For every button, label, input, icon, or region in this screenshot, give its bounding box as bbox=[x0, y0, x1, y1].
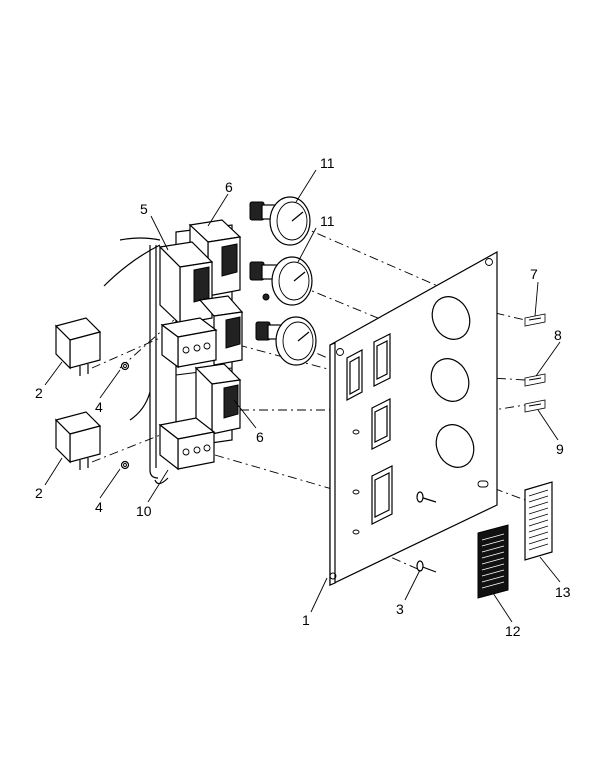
callout-2: 2 bbox=[35, 485, 43, 501]
rocker-switch bbox=[198, 295, 244, 366]
switch-label bbox=[524, 313, 546, 327]
relay bbox=[54, 411, 102, 470]
callouts: 11 11 6 5 7 8 9 2 2 4 4 6 10 1 3 12 13 bbox=[35, 155, 571, 639]
switch-label bbox=[524, 373, 546, 387]
callout-11: 11 bbox=[320, 155, 335, 171]
callout-13: 13 bbox=[555, 584, 571, 600]
terminal-block bbox=[160, 317, 218, 369]
instruction-plate-light bbox=[524, 481, 553, 561]
callout-1: 1 bbox=[302, 612, 310, 628]
relay-socket bbox=[158, 417, 216, 471]
leader-lines bbox=[44, 169, 561, 623]
callout-10: 10 bbox=[136, 503, 152, 519]
instruction-plate-dark bbox=[477, 524, 509, 599]
rocker-switch bbox=[194, 363, 242, 436]
callout-12: 12 bbox=[505, 623, 521, 639]
screw bbox=[416, 491, 437, 503]
rocker-switch bbox=[158, 241, 214, 326]
callout-6: 6 bbox=[256, 429, 264, 445]
nut bbox=[120, 361, 130, 371]
callout-9: 9 bbox=[556, 441, 564, 457]
wiring-harness bbox=[103, 237, 169, 485]
nut bbox=[120, 460, 130, 470]
gauge bbox=[249, 196, 311, 246]
callout-5: 5 bbox=[140, 201, 148, 217]
callout-7: 7 bbox=[530, 266, 538, 282]
callout-3: 3 bbox=[396, 601, 404, 617]
gauge bbox=[249, 256, 313, 306]
callout-11: 11 bbox=[320, 213, 335, 229]
callout-8: 8 bbox=[554, 327, 562, 343]
callout-2: 2 bbox=[35, 385, 43, 401]
callout-4: 4 bbox=[95, 399, 103, 415]
switch-label bbox=[524, 399, 546, 413]
main-panel bbox=[329, 250, 498, 586]
relay bbox=[54, 317, 102, 376]
gauge bbox=[255, 316, 317, 366]
callout-6: 6 bbox=[225, 179, 233, 195]
callout-4: 4 bbox=[95, 499, 103, 515]
